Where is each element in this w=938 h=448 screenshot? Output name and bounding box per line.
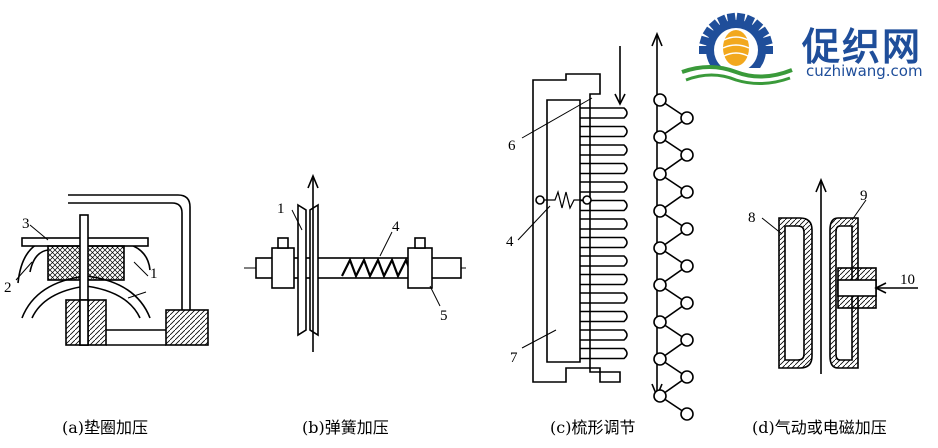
yarn-guide-circle (680, 407, 694, 421)
comb-tooth (580, 347, 628, 360)
label-c-4: 4 (506, 234, 514, 250)
comb-tooth (580, 236, 628, 249)
yarn-zigzag (653, 93, 694, 421)
yarn-guide-circle (653, 315, 667, 329)
yarn-guide-circle (653, 130, 667, 144)
comb-tooth (580, 218, 628, 230)
logo-brand-text: 促织网 (802, 25, 923, 69)
logo-url-text: cuzhiwang.com (806, 62, 923, 80)
label-b-1: 1 (277, 201, 285, 217)
label-a-3: 3 (22, 216, 30, 232)
caption-d: (d)气动或电磁加压 (752, 418, 887, 437)
panel-c-comb-diagram (517, 31, 694, 421)
label-b-4: 4 (392, 219, 400, 235)
comb-tooth (580, 310, 628, 323)
comb-teeth (580, 107, 628, 360)
yarn-guide-circle (653, 241, 667, 255)
label-c-7: 7 (510, 350, 518, 366)
comb-tooth (580, 162, 628, 175)
yarn-guide-circle (653, 167, 667, 181)
label-c-6: 6 (508, 138, 516, 154)
comb-tooth (580, 107, 628, 119)
comb-tooth (580, 125, 628, 138)
label-a-1: 1 (150, 266, 158, 282)
comb-tooth (580, 181, 628, 193)
caption-b: (b)弹簧加压 (302, 418, 389, 437)
yarn-guide-circle (653, 93, 667, 107)
yarn-guide-circle (680, 370, 694, 384)
yarn-guide-circle (653, 352, 667, 366)
label-d-9: 9 (860, 188, 868, 204)
comb-tooth (580, 144, 628, 156)
gear-tooth (699, 46, 707, 54)
site-logo[interactable]: 促织网 cuzhiwang.com (676, 6, 926, 86)
gear-spool-logo-icon (680, 12, 793, 86)
yarn-guide-circle (680, 259, 694, 273)
yarn-guide-circle (653, 389, 667, 403)
yarn-guide-circle (653, 278, 667, 292)
label-b-5: 5 (440, 308, 448, 324)
panel-b-spring-diagram (244, 173, 466, 352)
label-a-2: 2 (4, 280, 12, 296)
yarn-guide-circle (680, 148, 694, 162)
comb-tooth (580, 273, 628, 286)
yarn-guide-circle (653, 204, 667, 218)
caption-a: (a)垫圈加压 (62, 418, 149, 437)
label-d-10: 10 (900, 272, 915, 288)
caption-c: (c)梳形调节 (550, 418, 636, 437)
label-d-8: 8 (748, 210, 756, 226)
yarn-guide-circle (680, 296, 694, 310)
comb-tooth (580, 255, 628, 267)
comb-tooth (580, 329, 628, 341)
gear-tooth (765, 46, 773, 54)
panel-a-washer-diagram (15, 194, 209, 346)
yarn-guide-circle (680, 222, 694, 236)
yarn-line (658, 99, 689, 415)
comb-tooth (580, 292, 628, 304)
gear-tooth (736, 12, 746, 22)
gear-tooth (726, 12, 736, 22)
yarn-guide-circle (680, 333, 694, 347)
comb-tooth (580, 199, 628, 212)
panel-d-pneumatic-diagram (761, 177, 918, 374)
yarn-guide-circle (680, 111, 694, 125)
yarn-guide-circle (680, 185, 694, 199)
